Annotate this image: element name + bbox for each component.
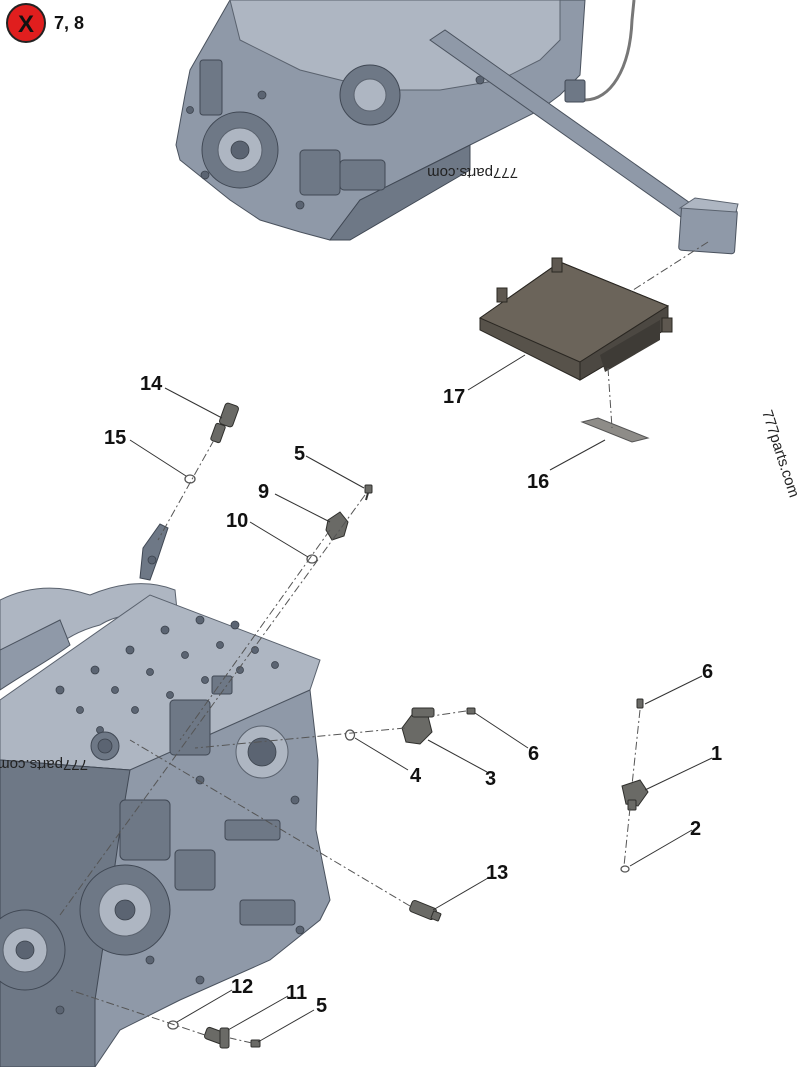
o-ring-10 — [306, 554, 318, 564]
callout-4: 4 — [410, 765, 422, 787]
bolt-5-upper — [364, 484, 373, 501]
callout-5-upper: 5 — [294, 443, 305, 465]
o-ring-4 — [344, 729, 356, 741]
watermark-right: 777parts.com — [758, 408, 800, 500]
ecu-module — [478, 257, 673, 381]
lower-engine-illustration — [0, 523, 331, 1067]
callout-10: 10 — [226, 510, 248, 532]
sensor-1 — [621, 779, 649, 807]
callout-12: 12 — [231, 976, 253, 998]
callout-1: 1 — [711, 743, 722, 765]
sensor-14 — [210, 402, 239, 444]
callout-13: 13 — [486, 862, 508, 884]
kit-items-label: 7, 8 — [54, 13, 84, 33]
sensor-13 — [409, 899, 442, 922]
remove-icon-symbol: X — [18, 11, 34, 38]
callout-6-middle: 6 — [528, 743, 539, 765]
callout-5-lower: 5 — [316, 995, 327, 1017]
sensor-9 — [325, 511, 349, 541]
leader-lines — [129, 354, 713, 1043]
callout-15: 15 — [104, 427, 126, 449]
callout-6-right: 6 — [702, 661, 713, 683]
callout-3: 3 — [485, 768, 496, 790]
callout-2: 2 — [690, 818, 701, 840]
callout-9: 9 — [258, 481, 269, 503]
bolt-5-lower — [250, 1039, 261, 1048]
thermal-pad — [580, 417, 650, 443]
o-ring-2 — [620, 865, 630, 873]
bolt-6-right — [636, 698, 644, 709]
sensor-11 — [203, 1026, 230, 1049]
callout-11: 11 — [286, 982, 307, 1004]
remove-icon — [6, 3, 46, 43]
callout-14: 14 — [140, 373, 163, 395]
o-ring-15 — [184, 474, 196, 484]
watermark-upper: 777parts.com — [427, 164, 518, 181]
kit-badge: X 7, 8 — [6, 3, 84, 43]
o-ring-12 — [167, 1020, 179, 1030]
upper-engine-illustration — [175, 0, 739, 255]
callout-17: 17 — [443, 386, 465, 408]
callout-16: 16 — [527, 471, 549, 493]
callout-labels: 14 15 5 9 10 17 16 6 1 2 6 3 4 13 12 11 … — [104, 373, 722, 1017]
bolt-6-middle — [466, 707, 476, 715]
assembly-lines — [59, 439, 641, 1044]
watermark-lower: 777parts.com — [0, 756, 88, 773]
